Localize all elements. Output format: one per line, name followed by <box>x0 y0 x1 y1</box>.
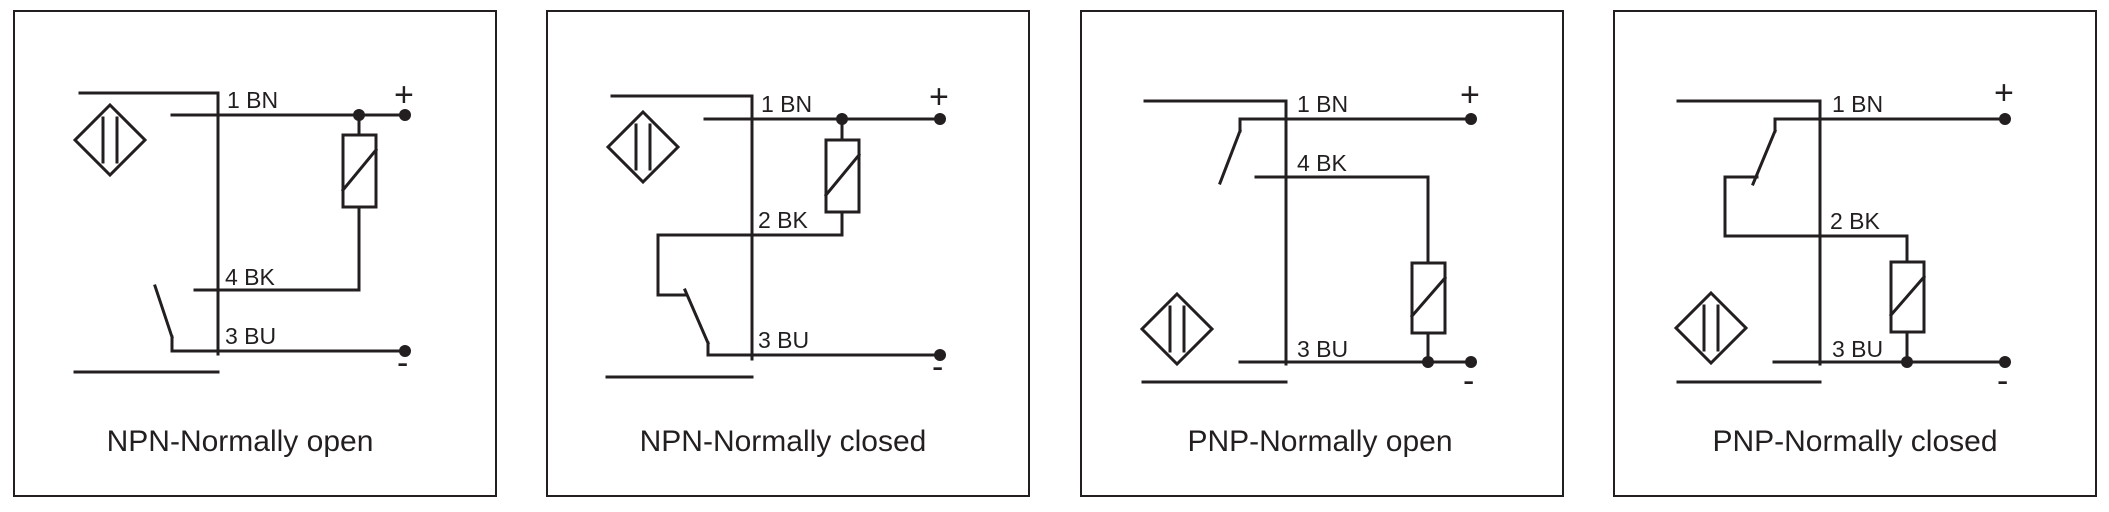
wire-label-blue: 3 BU <box>225 323 276 349</box>
terminal-plus-dot <box>934 113 946 125</box>
switch-contact-icon <box>656 233 710 357</box>
panel-npn-normally-closed: 1 BN + 2 BK 3 BU - NPN-Normally closed <box>546 10 1030 497</box>
panel-pnp-normally-closed: 1 BN + 2 BK 3 BU - PNP-Normally closed <box>1613 10 2097 497</box>
panel-caption: NPN-Normally open <box>107 425 374 458</box>
plus-sign: + <box>929 78 949 116</box>
load-resistor-icon <box>340 133 379 209</box>
terminal-plus-dot <box>1465 113 1477 125</box>
sensor-body-bracket <box>73 91 220 374</box>
panel-frame <box>546 10 1030 497</box>
wire-label-blue: 3 BU <box>1297 336 1348 362</box>
wire-label-black: 4 BK <box>225 264 276 290</box>
terminal-minus-dot <box>934 349 946 361</box>
panel-frame <box>1613 10 2097 497</box>
panel-caption: PNP-Normally closed <box>1712 425 1997 458</box>
sensor-diamond-icon <box>72 102 148 178</box>
wire-label-black: 4 BK <box>1297 150 1348 176</box>
wire-label-blue: 3 BU <box>1832 336 1883 362</box>
sensor-diamond-icon <box>605 109 681 185</box>
sensor-diamond-icon <box>1673 290 1749 366</box>
terminal-minus-dot <box>1465 356 1477 368</box>
panel-npn-normally-open: 1 BN + 4 BK 3 BU - NPN-Normally open <box>13 10 497 497</box>
panel-frame <box>1080 10 1564 497</box>
sensor-body-bracket <box>1141 99 1288 384</box>
wire-label-brown: 1 BN <box>1297 91 1348 117</box>
plus-sign: + <box>394 76 414 114</box>
load-resistor-icon <box>1409 261 1448 335</box>
terminal-plus-dot <box>399 109 411 121</box>
sensor-diamond-icon <box>1139 291 1215 367</box>
plus-sign: + <box>1994 74 2014 112</box>
load-resistor-icon <box>823 138 862 214</box>
panel-frame <box>13 10 497 497</box>
sensor-body-bracket <box>605 94 754 379</box>
terminal-minus-dot <box>399 345 411 357</box>
minus-sign: - <box>1463 362 1474 400</box>
switch-contact-icon <box>153 284 174 353</box>
switch-contact-icon <box>1723 117 1777 238</box>
wire-label-brown: 1 BN <box>227 87 278 113</box>
junction-dot <box>1901 356 1913 368</box>
minus-sign: - <box>397 344 408 382</box>
junction-dot <box>1422 356 1434 368</box>
load-resistor-icon <box>1888 260 1927 334</box>
minus-sign: - <box>1997 362 2008 400</box>
panel-pnp-normally-open: 1 BN + 4 BK 3 BU - PNP-Normally open <box>1080 10 1564 497</box>
wire-label-black: 2 BK <box>1830 208 1881 234</box>
switch-contact-icon <box>1218 117 1242 185</box>
panel-caption: PNP-Normally open <box>1187 425 1452 458</box>
panel-caption: NPN-Normally closed <box>640 425 927 458</box>
terminal-minus-dot <box>1999 356 2011 368</box>
minus-sign: - <box>932 348 943 386</box>
wire-label-brown: 1 BN <box>1832 91 1883 117</box>
sensor-body-bracket <box>1676 99 1822 384</box>
terminal-plus-dot <box>1999 113 2011 125</box>
wire-label-blue: 3 BU <box>758 327 809 353</box>
plus-sign: + <box>1460 76 1480 114</box>
wire-label-black: 2 BK <box>758 207 809 233</box>
wire-label-brown: 1 BN <box>761 91 812 117</box>
